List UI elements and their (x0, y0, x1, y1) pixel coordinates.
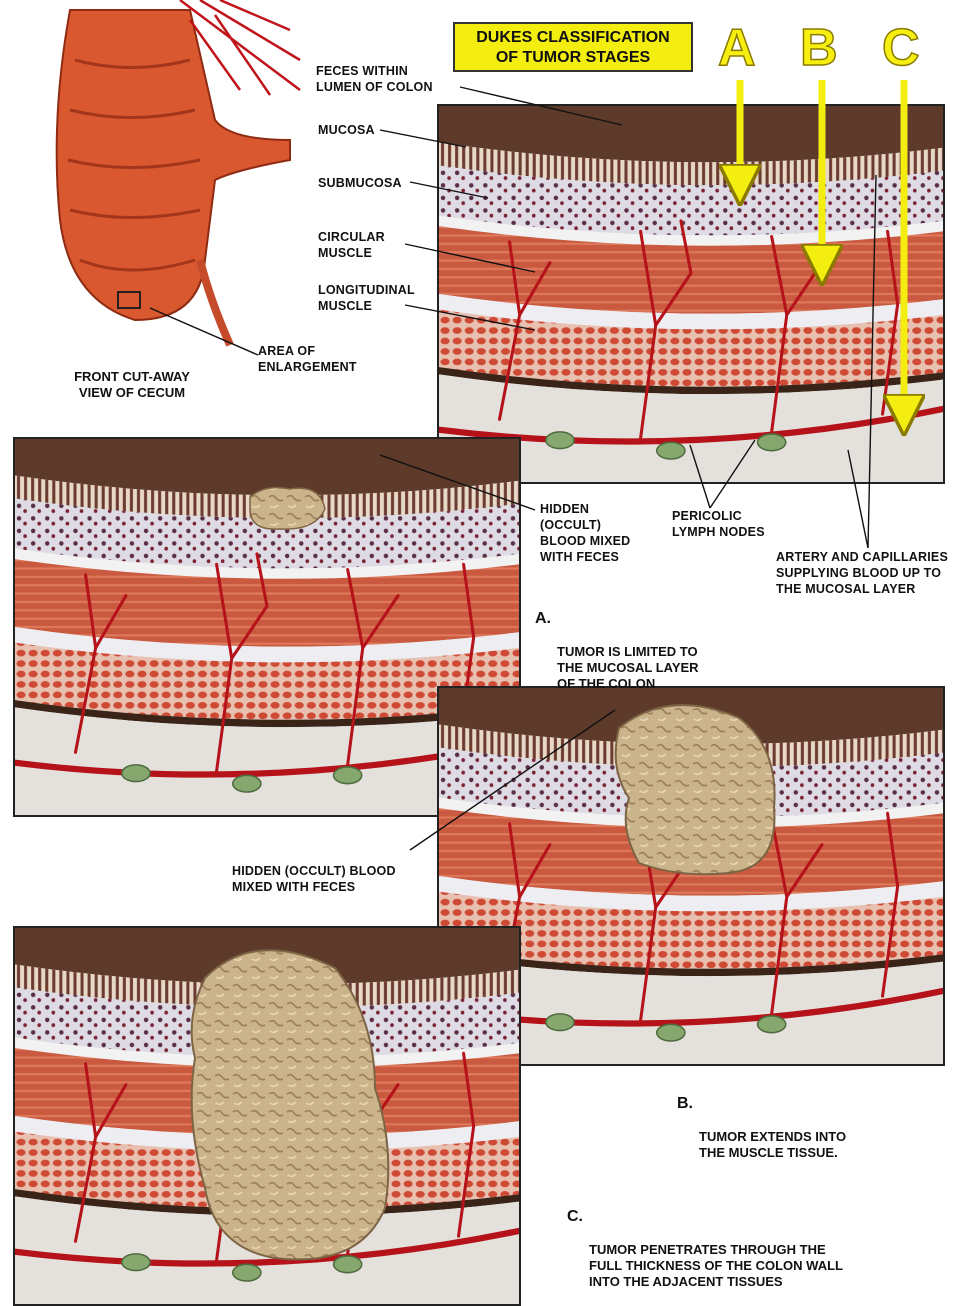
label-artery-capillaries: ARTERY AND CAPILLARIES SUPPLYING BLOOD U… (776, 549, 948, 597)
stage-a-letter: A. (535, 611, 551, 627)
stage-c-caption: C. TUMOR PENETRATES THROUGH THE FULL THI… (567, 1210, 843, 1306)
label-occult-blood-b: HIDDEN (OCCULT) BLOOD MIXED WITH FECES (232, 863, 396, 895)
stage-c-text: TUMOR PENETRATES THROUGH THE FULL THICKN… (589, 1242, 843, 1290)
label-area-of-enlargement: AREA OF ENLARGEMENT (258, 343, 357, 375)
label-feces: FECES WITHIN LUMEN OF COLON (316, 63, 433, 95)
stage-a-caption: A. TUMOR IS LIMITED TO THE MUCOSAL LAYER… (535, 612, 699, 708)
label-pericolic-lymph-nodes: PERICOLIC LYMPH NODES (672, 508, 765, 540)
stage-b-letter: B. (677, 1096, 693, 1112)
title-box: DUKES CLASSIFICATION OF TUMOR STAGES (453, 22, 693, 72)
stage-b-text: TUMOR EXTENDS INTO THE MUSCLE TISSUE. (699, 1129, 846, 1161)
stage-c-panel (13, 926, 521, 1306)
stage-b-caption: B. TUMOR EXTENDS INTO THE MUSCLE TISSUE. (677, 1097, 846, 1177)
stage-letter-a: A (718, 22, 756, 74)
stage-c-letter: C. (567, 1209, 583, 1225)
stage-letter-b: B (800, 22, 838, 74)
stage-a-text: TUMOR IS LIMITED TO THE MUCOSAL LAYER OF… (557, 644, 699, 692)
label-submucosa: SUBMUCOSA (318, 175, 402, 191)
label-longitudinal-muscle: LONGITUDINAL MUSCLE (318, 282, 415, 314)
cecum-illustration (40, 0, 310, 360)
overview-panel (437, 104, 945, 484)
stage-letter-c: C (882, 22, 920, 74)
label-circular-muscle: CIRCULAR MUSCLE (318, 229, 385, 261)
label-mucosa: MUCOSA (318, 122, 375, 138)
label-occult-blood-a: HIDDEN (OCCULT) BLOOD MIXED WITH FECES (540, 501, 630, 565)
cecum-caption: FRONT CUT-AWAY VIEW OF CECUM (62, 369, 202, 401)
